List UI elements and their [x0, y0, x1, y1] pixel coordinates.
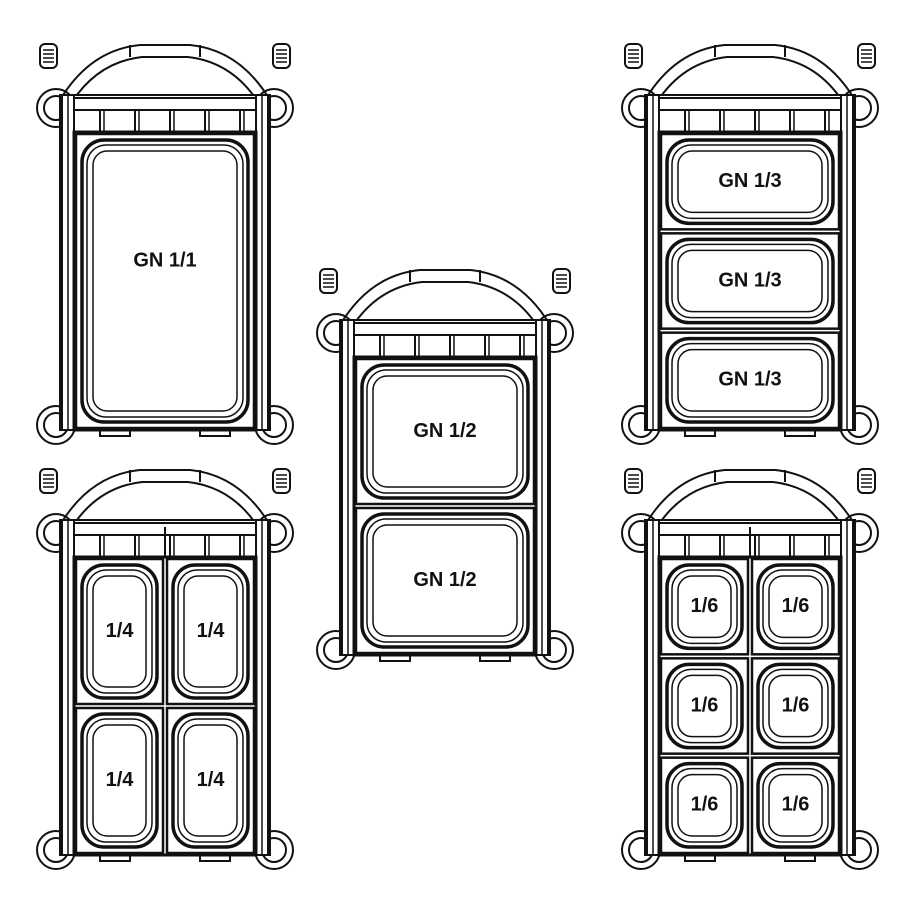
- gn-pan: 1/6: [750, 756, 841, 855]
- carry-handle-icon: [59, 44, 271, 103]
- pan-size-label: 1/6: [691, 694, 719, 716]
- latch-right: [272, 43, 291, 69]
- pan-size-label: GN 1/3: [718, 369, 781, 391]
- pan-size-label: GN 1/2: [413, 420, 476, 442]
- gn-pan: 1/6: [659, 557, 750, 656]
- latch-left: [624, 43, 643, 69]
- latch-left: [624, 468, 643, 494]
- latch-right: [857, 468, 876, 494]
- carry-handle-icon: [339, 269, 551, 328]
- gn-pan: 1/4: [74, 706, 165, 855]
- pan-size-label: 1/6: [782, 794, 810, 816]
- latch-right: [552, 268, 571, 294]
- gn-pan: GN 1/2: [354, 506, 536, 655]
- latch-left: [39, 43, 58, 69]
- carrier-gn-1-6: 1/6 1/6 1/6 1/6 1/6 1/6: [621, 468, 879, 870]
- pan-size-label: GN 1/3: [718, 269, 781, 291]
- latch-left: [319, 268, 338, 294]
- gn-pan: GN 1/1: [74, 132, 256, 430]
- gn-pan: 1/6: [659, 756, 750, 855]
- carry-handle-icon: [59, 469, 271, 528]
- gn-pan: GN 1/3: [659, 331, 841, 430]
- gn-pan: 1/6: [659, 657, 750, 755]
- gn-pan: 1/4: [165, 557, 256, 706]
- pan-size-label: 1/4: [106, 769, 135, 791]
- pan-size-label: 1/6: [782, 694, 810, 716]
- pan-size-label: GN 1/2: [413, 569, 476, 591]
- carrier-gn-1-1: GN 1/1: [36, 43, 294, 445]
- latch-right: [857, 43, 876, 69]
- pan-size-label: GN 1/1: [133, 249, 196, 271]
- pan-size-label: 1/6: [691, 595, 719, 617]
- pan-size-label: 1/4: [106, 620, 135, 642]
- gn-pan: GN 1/3: [659, 132, 841, 231]
- pan-size-label: 1/6: [691, 794, 719, 816]
- carrier-gn-1-3: GN 1/3 GN 1/3 GN 1/3: [621, 43, 879, 445]
- latch-right: [272, 468, 291, 494]
- gn-pan: 1/6: [750, 657, 841, 755]
- pan-size-label: 1/4: [197, 769, 226, 791]
- gn-pan: 1/4: [165, 706, 256, 855]
- carrier-gn-1-4: 1/4 1/4 1/4 1/4: [36, 468, 294, 870]
- carry-handle-icon: [644, 469, 856, 528]
- gn-pan: GN 1/2: [354, 357, 536, 506]
- carrier-gn-1-2: GN 1/2 GN 1/2: [316, 268, 574, 670]
- gn-pan: 1/4: [74, 557, 165, 706]
- carry-handle-icon: [644, 44, 856, 103]
- pan-size-label: GN 1/3: [718, 170, 781, 192]
- gn-pan: GN 1/3: [659, 232, 841, 330]
- pan-size-label: 1/6: [782, 595, 810, 617]
- latch-left: [39, 468, 58, 494]
- gn-pan: 1/6: [750, 557, 841, 656]
- pan-size-label: 1/4: [197, 620, 226, 642]
